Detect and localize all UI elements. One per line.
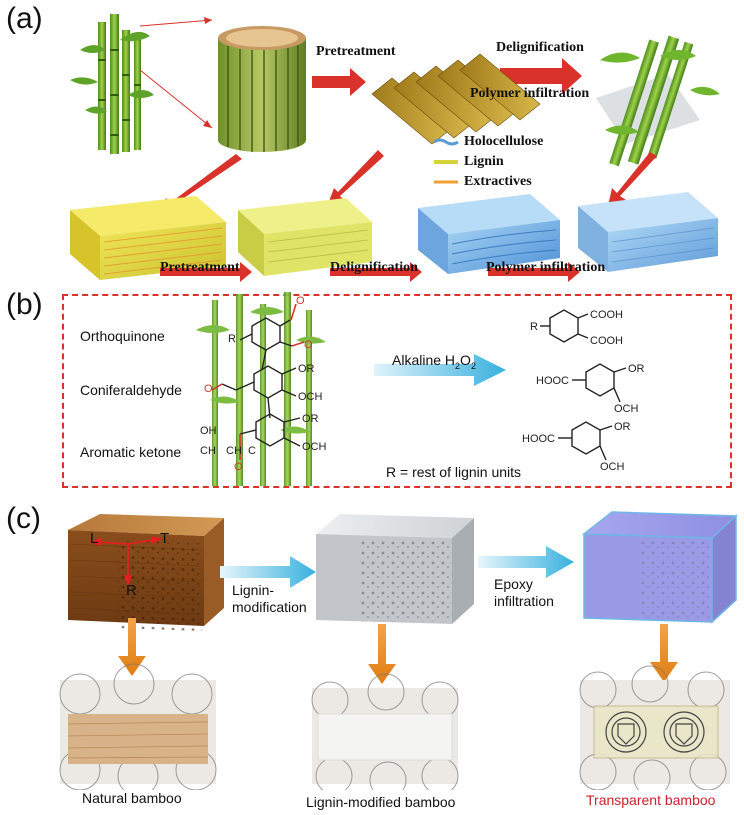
- chem-och3-1: OCH: [298, 391, 323, 403]
- arrow-epoxy-infiltration: [478, 546, 574, 578]
- panel-c-label: (c): [6, 502, 41, 535]
- chem-cooh-1: COOH: [590, 309, 623, 321]
- block-delignified: [418, 194, 560, 274]
- chem-o-4: O: [234, 461, 243, 473]
- label-lignin-modification: Lignin- modification: [232, 582, 307, 615]
- chem-oh: OH: [200, 425, 217, 437]
- bamboo-plant-icon: [70, 14, 154, 154]
- transparent-bamboo-block: [581, 511, 738, 624]
- chem-or-3: OR: [628, 363, 645, 375]
- chem-och3-2: OCH: [302, 441, 327, 453]
- chem-o-1: O: [296, 295, 305, 307]
- chem-r-2: R: [530, 321, 538, 333]
- panel-b-label: (b): [6, 288, 43, 321]
- chem-cooh-2: COOH: [590, 335, 623, 347]
- arrow-lignin-modification: [220, 556, 316, 588]
- caption-lignin-modified-bamboo: Lignin-modified bamboo: [306, 794, 456, 810]
- bamboo-culm-cylinder: [218, 26, 306, 152]
- chem-or-1: OR: [298, 363, 315, 375]
- block-infiltrated: [578, 192, 718, 272]
- chem-ch2-1: CH: [200, 445, 216, 457]
- chem-och3-4: OCH: [600, 461, 625, 473]
- chromophore-orthoquinone: Orthoquinone: [80, 328, 165, 344]
- label-delignification-top: Delignification: [496, 40, 584, 55]
- arrow-delignification-bottom: [330, 262, 422, 282]
- legend-lignin: Lignin: [464, 154, 504, 169]
- legend-extractives: Extractives: [464, 174, 532, 189]
- label-polymer-infiltration-top: Polymer infiltration: [470, 86, 590, 101]
- chromophore-coniferaldehyde: Coniferaldehyde: [80, 382, 182, 398]
- chem-ch2-2: CH: [226, 445, 242, 457]
- label-polymer-infiltration-bottom: Polymer infiltration: [486, 260, 606, 275]
- chem-o-2: O: [304, 339, 313, 351]
- panel-a-graphics: [70, 14, 720, 282]
- chem-or-4: OR: [614, 421, 631, 433]
- chem-och3-3: OCH: [614, 403, 639, 415]
- label-epoxy-infiltration: Epoxy infiltration: [494, 576, 554, 609]
- chromophore-aromatic-ketone: Aromatic ketone: [80, 444, 182, 460]
- legend-holocellulose: Holocellulose: [464, 134, 544, 149]
- lignin-modified-block: [316, 514, 474, 624]
- arrow-polymer-bottom: [488, 262, 580, 282]
- reagent-label: Alkaline H2O2: [392, 352, 476, 371]
- block-pretreated: [238, 198, 372, 276]
- label-pretreatment-bottom: Pretreatment: [160, 260, 240, 275]
- arrow-pretreatment-top: [312, 68, 366, 96]
- panel-b-frame: [62, 294, 732, 488]
- chem-r-1: R: [228, 333, 236, 345]
- legend-swatches: [433, 138, 459, 184]
- chem-or-2: OR: [302, 413, 319, 425]
- r-definition: R = rest of lignin units: [386, 464, 522, 480]
- label-pretreatment-top: Pretreatment: [316, 44, 396, 59]
- photo-transparent: [579, 665, 730, 790]
- arrow-delignification-top: [500, 58, 582, 94]
- chem-c: C: [248, 445, 256, 457]
- bamboo-strips: [371, 53, 541, 145]
- caption-transparent-bamboo: Transparent bamboo: [586, 792, 716, 808]
- axis-l-label: L: [90, 530, 99, 547]
- photo-natural: [59, 663, 217, 790]
- chem-o-3: O: [204, 383, 213, 395]
- arrow-alkaline-h2o2: [374, 354, 506, 386]
- chem-hooc-1: HOOC: [536, 375, 569, 387]
- chem-hooc-2: HOOC: [522, 433, 555, 445]
- block-natural: [70, 196, 226, 280]
- natural-bamboo-block: [68, 514, 224, 632]
- axis-r-label: R: [126, 582, 137, 599]
- caption-natural-bamboo: Natural bamboo: [82, 790, 182, 806]
- photo-lignin-modified: [311, 673, 459, 790]
- panel-a-label: (a): [6, 2, 43, 35]
- panel-c-graphics: [59, 511, 738, 790]
- panel-b-graphics: R O O OR OCH O OH CH CH C O OR OCH R COO…: [196, 292, 645, 486]
- arrow-down-modified: [368, 624, 396, 684]
- arrow-down-natural: [118, 618, 146, 676]
- arrow-pretreatment-bottom: [160, 262, 252, 282]
- delignified-bamboo-image: [596, 35, 720, 167]
- label-delignification-bottom: Delignification: [330, 260, 418, 275]
- axis-t-label: T: [160, 530, 170, 547]
